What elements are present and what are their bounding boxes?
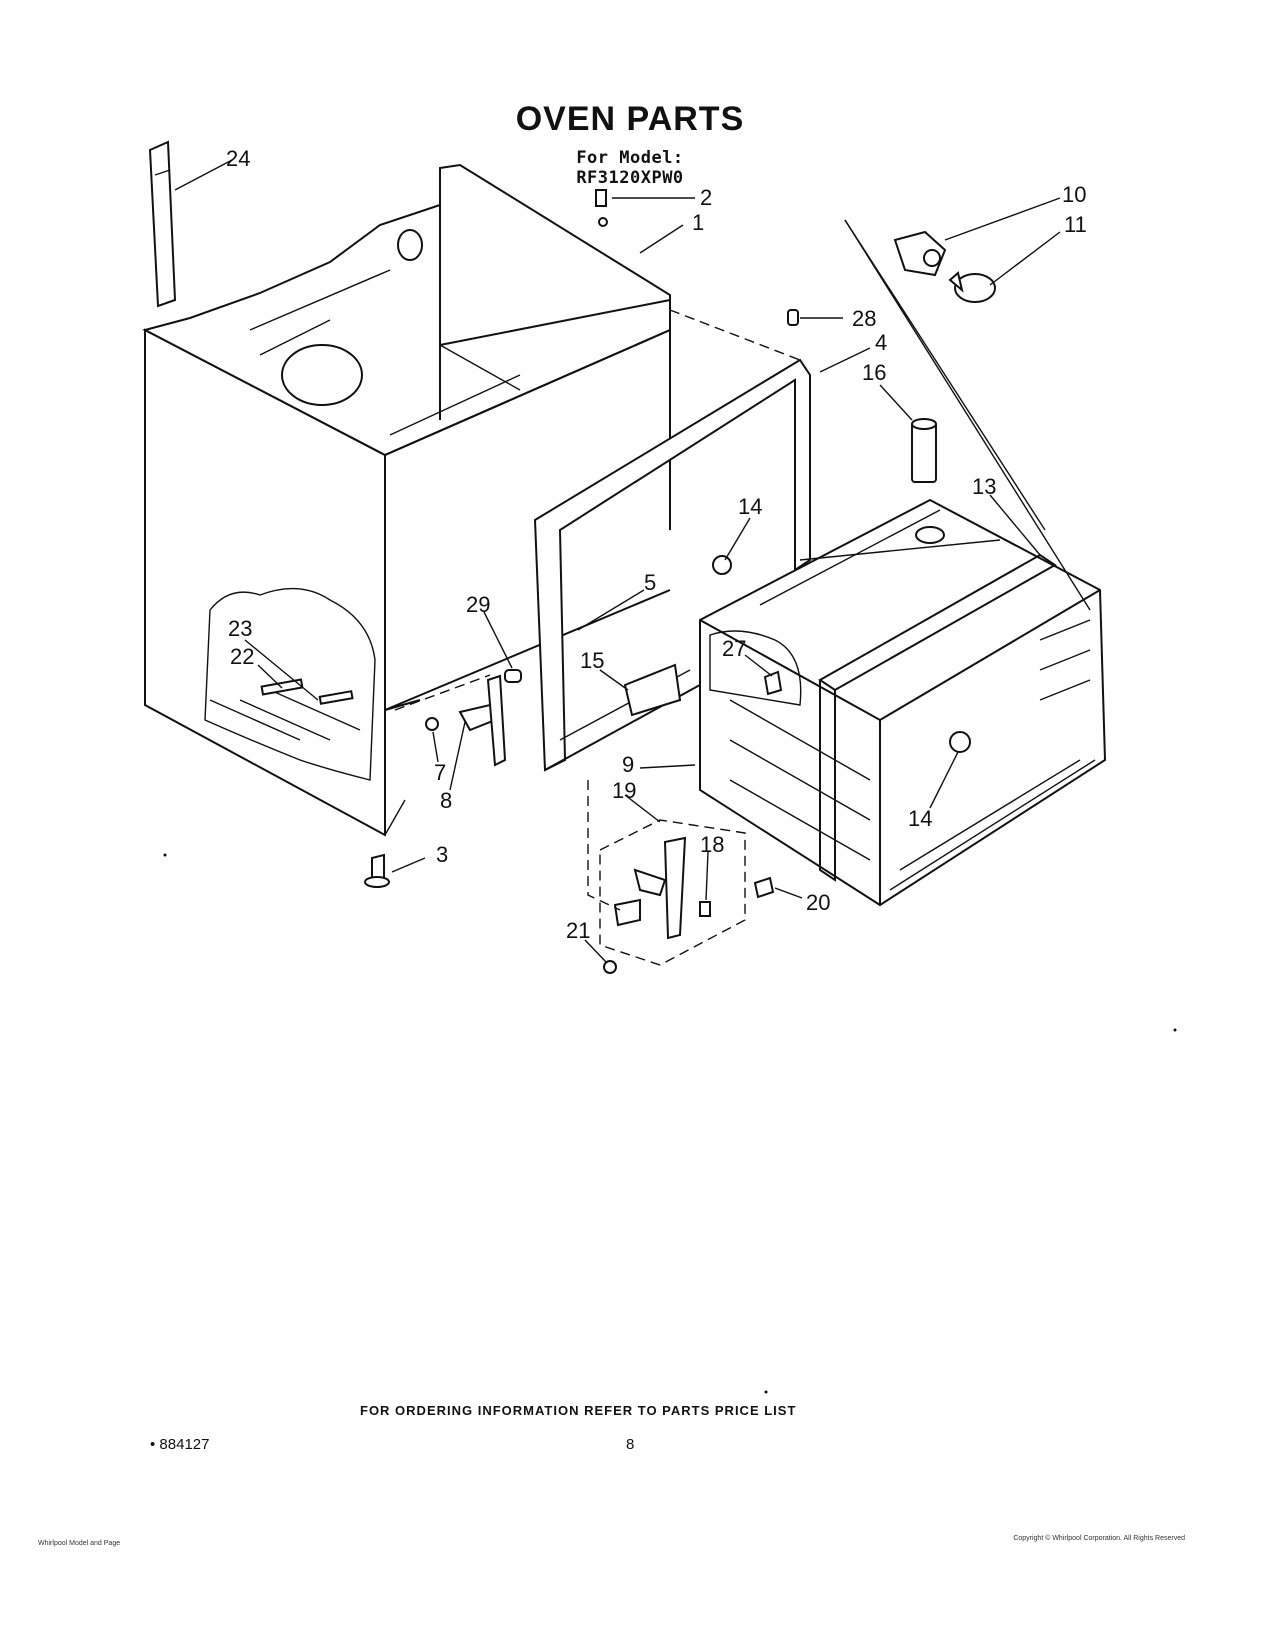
callout-15: 15 <box>580 648 604 673</box>
callout-28: 28 <box>852 306 876 331</box>
part-20-screw <box>753 876 775 899</box>
callout-3: 3 <box>436 842 448 867</box>
callout-23: 23 <box>228 616 252 641</box>
model-subtitle: For Model: RF3120XPW0 <box>576 148 684 188</box>
callout-7: 7 <box>434 760 446 785</box>
dashed-guide-line <box>844 219 1091 611</box>
part-13-gasket <box>818 553 1057 882</box>
part-27-clip <box>709 630 802 706</box>
callout-21: 21 <box>566 918 590 943</box>
part-14-grommet <box>712 555 971 753</box>
part-21-screw <box>603 960 617 974</box>
callout-11: 11 <box>1064 212 1087 237</box>
fine-print-right: Copyright © Whirlpool Corporation. All R… <box>1013 1535 1185 1542</box>
fine-print-left: Whirlpool Model and Page <box>38 1540 121 1547</box>
callout-5: 5 <box>644 570 656 595</box>
callout-29: 29 <box>466 592 490 617</box>
part-number: • 884127 <box>150 1436 210 1453</box>
callout-14-lower: 14 <box>908 806 932 831</box>
callout-1: 1 <box>692 210 704 235</box>
callout-10: 10 <box>1062 182 1086 207</box>
callout-18: 18 <box>700 832 724 857</box>
callout-16: 16 <box>862 360 886 385</box>
part-10-light-socket <box>893 230 947 277</box>
callout-19: 19 <box>612 778 636 803</box>
part-19-latch-assembly <box>587 780 746 966</box>
page-number: 8 <box>626 1436 635 1453</box>
callout-20: 20 <box>806 890 830 915</box>
part-16-vent-tube <box>911 418 937 483</box>
callout-24: 24 <box>226 146 250 171</box>
part-29-spacer <box>504 669 522 683</box>
part-9-oven-liner <box>699 498 1107 907</box>
part-11-light-bulb <box>948 271 996 303</box>
part-28-clip <box>787 309 799 326</box>
callout-2: 2 <box>700 185 712 210</box>
part-8-bracket <box>394 674 507 767</box>
callout-27: 27 <box>722 636 746 661</box>
part-24-bracket <box>148 140 177 308</box>
callout-22: 22 <box>230 644 254 669</box>
cutaway-insulation <box>204 587 376 781</box>
callout-9: 9 <box>622 752 634 777</box>
part-2-screw <box>595 189 608 227</box>
part-3-leveling-leg <box>364 853 390 888</box>
callout-13: 13 <box>972 474 996 499</box>
callout-4: 4 <box>875 330 887 355</box>
page-title: OVEN PARTS <box>515 100 745 138</box>
callout-8: 8 <box>440 788 452 813</box>
ordering-info-note: FOR ORDERING INFORMATION REFER TO PARTS … <box>360 1403 797 1418</box>
callout-14-upper: 14 <box>738 494 762 519</box>
part-7-nut <box>425 717 439 731</box>
leader-lines <box>174 159 1061 963</box>
part-15-hinge-bracket <box>623 663 682 717</box>
